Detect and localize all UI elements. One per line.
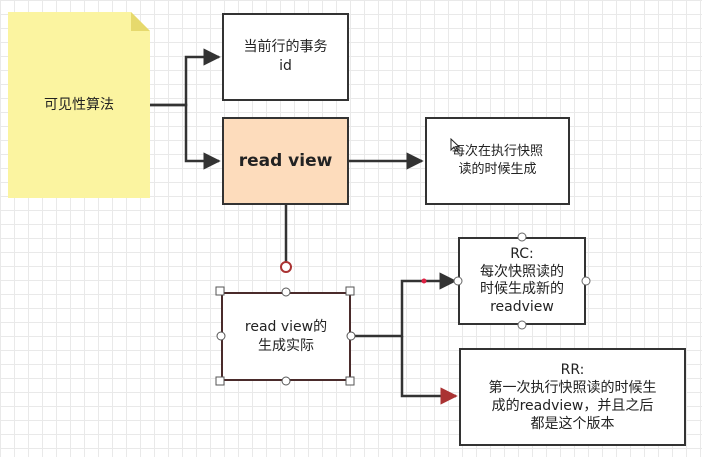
current-row-tx-id-label: 当前行的事务 id: [243, 39, 328, 74]
read-view-node[interactable]: read view: [222, 117, 349, 205]
current-row-tx-id-node[interactable]: 当前行的事务 id: [222, 13, 349, 101]
edge-waypoint-dot: [421, 278, 427, 284]
edge-actual-to-rr: [400, 336, 458, 405]
read-view-actual-node[interactable]: read view的 生成实际: [221, 292, 351, 381]
edge-note-to-tx-id: [150, 48, 221, 107]
edge-actual-to-rc: [351, 272, 457, 338]
snapshot-read-time-label: 每次在执行快照 读的时候生成: [451, 144, 543, 177]
rc-label: RC: 每次快照读的 时候生成新的 readview: [480, 246, 564, 315]
edge-endpoint-handle: [280, 261, 292, 273]
edge-note-to-read-view: [150, 103, 221, 170]
visibility-algorithm-note[interactable]: 可见性算法: [8, 12, 150, 198]
note-label: 可见性算法: [44, 96, 114, 113]
snapshot-read-time-node[interactable]: 每次在执行快照 读的时候生成: [425, 117, 570, 205]
rc-node[interactable]: RC: 每次快照读的 时候生成新的 readview: [458, 237, 586, 325]
rr-label: RR: 第一次执行快照读的时候生 成的readview，并且之后 都是这个版本: [488, 361, 657, 433]
note-fold-corner: [131, 12, 150, 31]
mouse-cursor-icon: [450, 138, 460, 152]
read-view-label: read view: [238, 150, 333, 171]
read-view-actual-label: read view的 生成实际: [244, 318, 328, 354]
rr-node[interactable]: RR: 第一次执行快照读的时候生 成的readview，并且之后 都是这个版本: [459, 348, 686, 446]
